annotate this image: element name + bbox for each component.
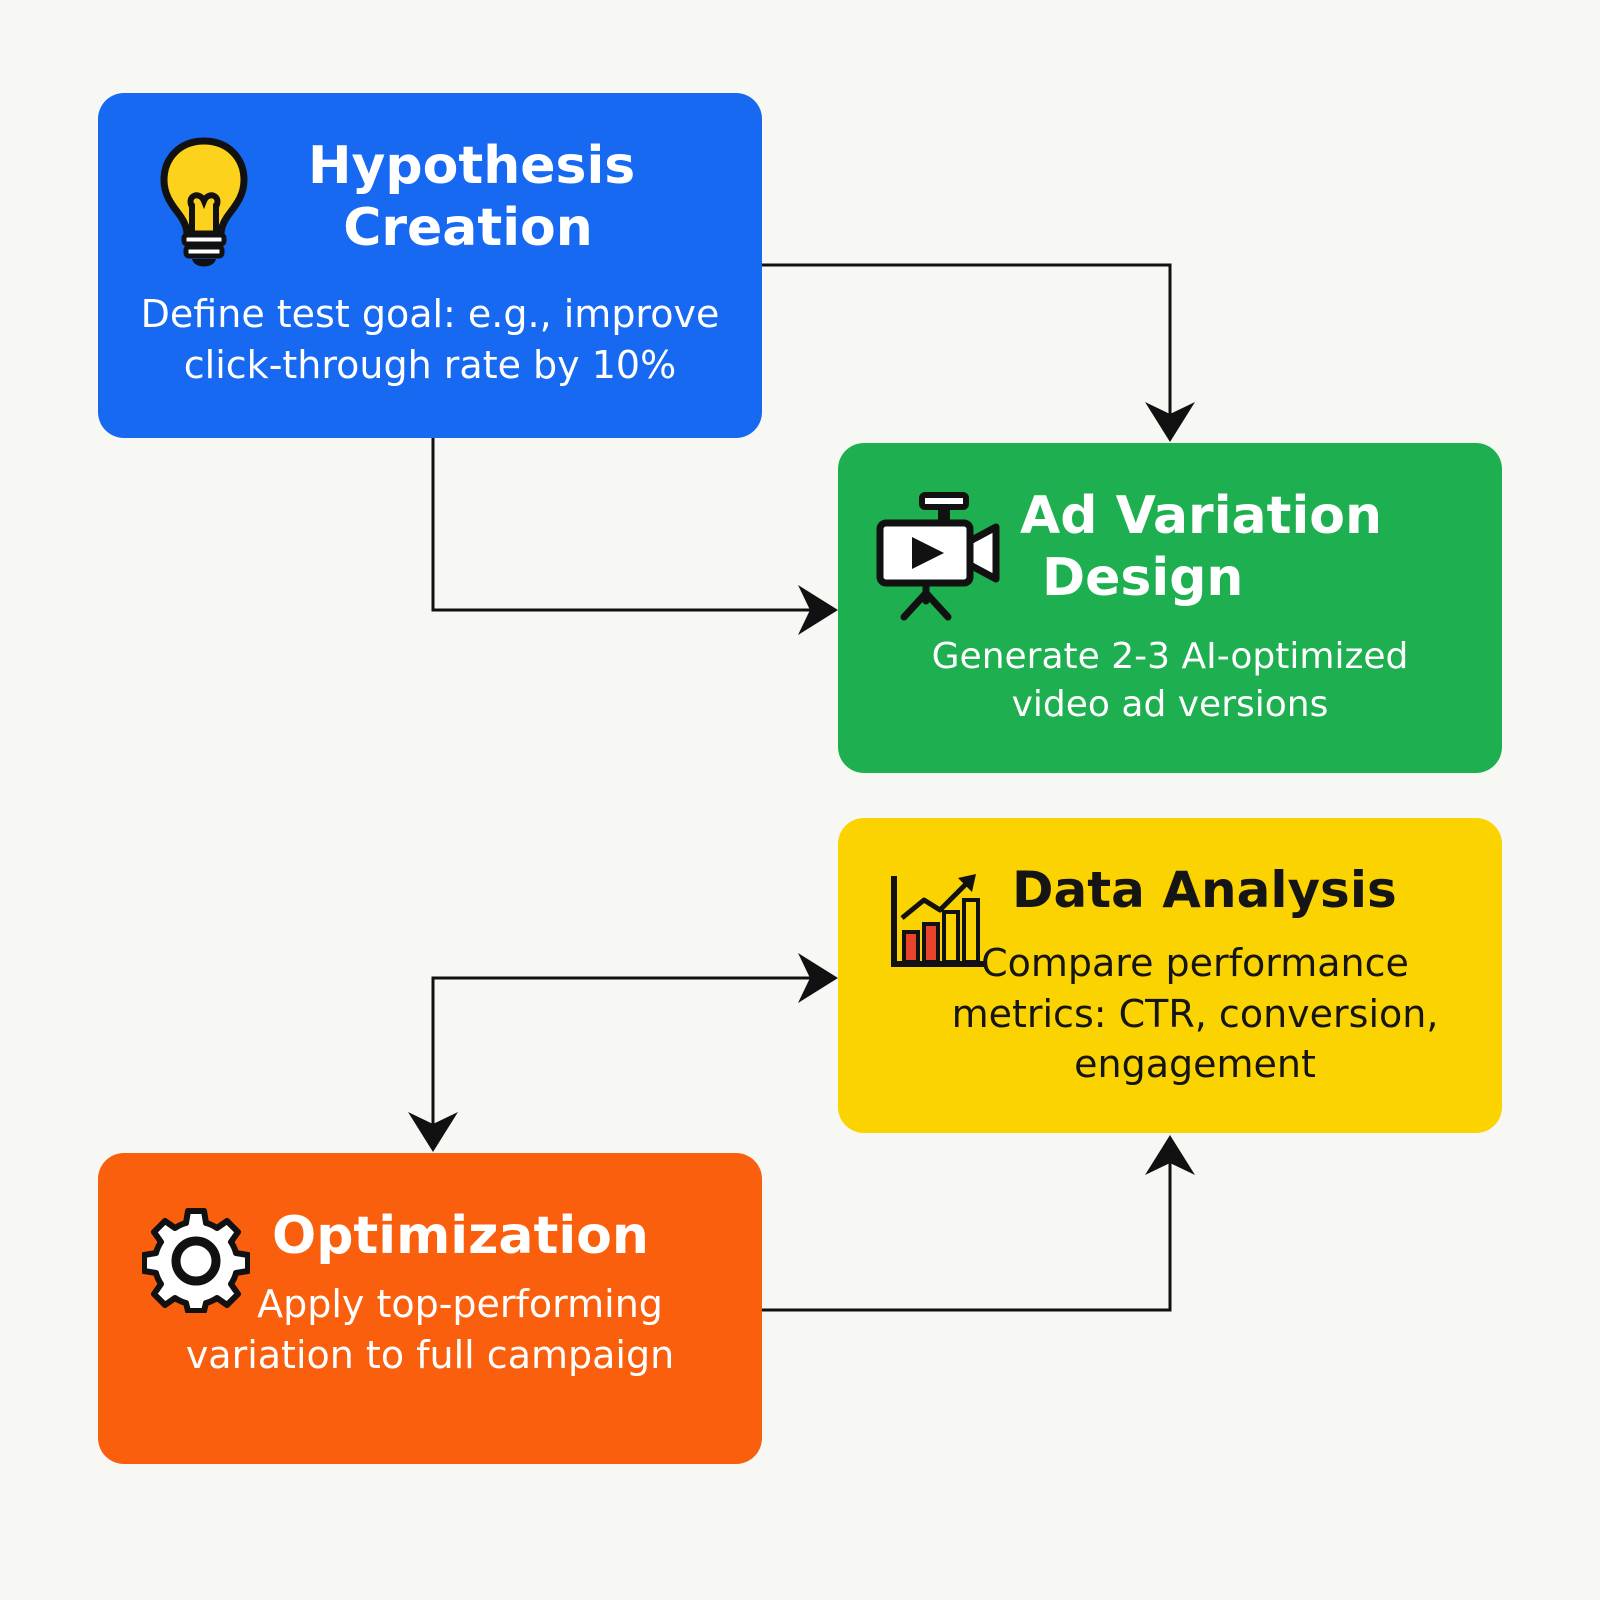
advariation-title-line2: Design — [1042, 548, 1244, 609]
lightbulb-icon — [160, 137, 248, 267]
arrowhead-down-advariation — [1145, 402, 1195, 442]
hypothesis-desc-line2: click-through rate by 10% — [183, 342, 677, 387]
optimization-description: Apply top-performing variation to full c… — [128, 1279, 732, 1380]
arrowhead-down-optimization — [408, 1112, 458, 1152]
connector-hypothesis-to-advariation-top — [762, 263, 1172, 420]
advariation-title: Ad Variation Design — [1020, 485, 1383, 610]
optimization-desc-line1: Apply top-performing — [257, 1282, 663, 1326]
advariation-description: Generate 2-3 AI-optimized video ad versi… — [868, 633, 1472, 729]
connector-optimization-to-analysis — [762, 1155, 1172, 1312]
data-analysis-card: Data Analysis Compare performance metric… — [838, 818, 1502, 1133]
optimization-desc-line2: variation to full campaign — [185, 1332, 675, 1377]
advariation-desc-line2: video ad versions — [1011, 683, 1329, 725]
advariation-desc-line1: Generate 2-3 AI-optimized — [931, 636, 1409, 677]
analysis-title: Data Analysis — [1012, 860, 1432, 920]
arrowhead-up-analysis — [1145, 1135, 1195, 1175]
hypothesis-title-line1: Hypothesis — [308, 136, 636, 196]
advariation-title-line1: Ad Variation — [1020, 486, 1383, 546]
hypothesis-desc-line1: Define test goal: e.g., improve — [140, 292, 720, 336]
optimization-title: Optimization — [272, 1205, 692, 1267]
optimization-title-line1: Optimization — [272, 1206, 649, 1266]
bar-chart-icon — [891, 874, 986, 967]
ad-variation-design-card: Ad Variation Design Generate 2-3 AI-opti… — [838, 443, 1502, 773]
analysis-title-line1: Data Analysis — [1012, 861, 1397, 919]
analysis-desc-line2: metrics: CTR, conversion, — [951, 991, 1439, 1036]
connector-analysis-to-optimization — [431, 976, 815, 1130]
hypothesis-title: Hypothesis Creation — [308, 135, 636, 260]
gear-icon — [142, 1208, 250, 1313]
analysis-desc-line1: Compare performance — [981, 941, 1409, 985]
connector-hypothesis-to-advariation-left — [431, 438, 815, 612]
arrowhead-right-advariation — [798, 585, 838, 635]
video-camera-icon — [876, 492, 1000, 621]
analysis-desc-line3: engagement — [1074, 1042, 1316, 1087]
arrowhead-right-analysis — [798, 953, 838, 1003]
hypothesis-description: Define test goal: e.g., improve click-th… — [128, 289, 732, 390]
hypothesis-creation-card: Hypothesis Creation Define test goal: e.… — [98, 93, 762, 438]
optimization-card: Optimization Apply top-performing variat… — [98, 1153, 762, 1464]
hypothesis-title-line2: Creation — [343, 198, 593, 259]
analysis-description: Compare performance metrics: CTR, conver… — [908, 938, 1482, 1090]
